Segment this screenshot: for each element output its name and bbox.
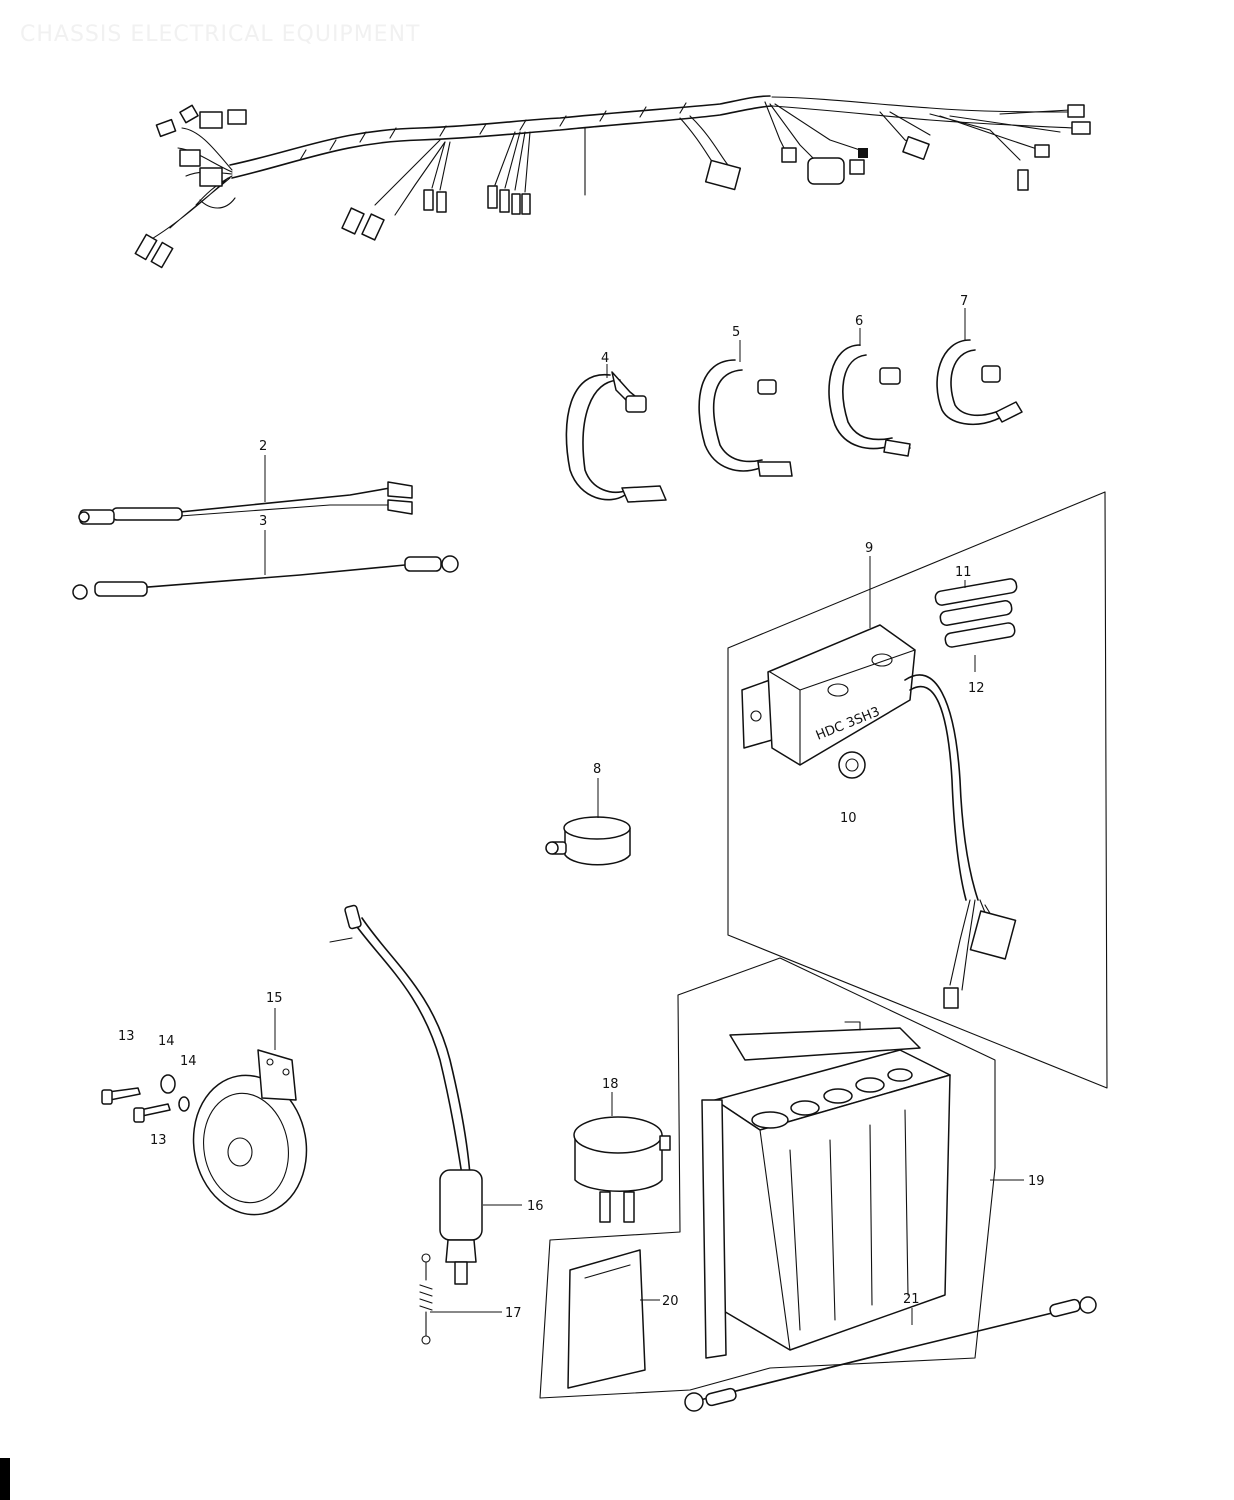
callout-13-upper: 13: [118, 1029, 135, 1044]
clamp-band-7: [936, 339, 1023, 426]
battery-box-outline: [539, 957, 996, 1399]
callout-9: 9: [865, 541, 873, 556]
callout-11: 11: [955, 565, 972, 580]
switch-spring-17: [419, 1253, 433, 1345]
callout-2: 2: [259, 439, 267, 454]
callout-16: 16: [527, 1199, 544, 1214]
horn-assembly-15: [192, 1049, 308, 1216]
clamp-band-4: [565, 371, 667, 503]
wiring-harness: [134, 95, 1091, 269]
starter-relay-18: [573, 1116, 671, 1223]
horn-bolts-13-14: [101, 1074, 190, 1123]
callout-17: 17: [505, 1306, 522, 1321]
callout-18: 18: [602, 1077, 619, 1092]
brake-switch-16: [329, 904, 483, 1285]
callout-4: 4: [601, 351, 609, 366]
lead-wire-2: [78, 481, 413, 525]
lead-wire-3: [72, 555, 459, 600]
callout-15: 15: [266, 991, 283, 1006]
callout-21: 21: [903, 1292, 920, 1307]
callout-3: 3: [259, 514, 267, 529]
page-edge-marker: [0, 1458, 10, 1500]
callout-13-lower: 13: [150, 1133, 167, 1148]
callout-8: 8: [593, 762, 601, 777]
flasher-unit-8: [545, 816, 631, 866]
callout-5: 5: [732, 325, 740, 340]
callout-6: 6: [855, 314, 863, 329]
callout-12: 12: [968, 681, 985, 696]
callout-10: 10: [840, 811, 857, 826]
clamp-band-6: [828, 344, 911, 457]
callout-7: 7: [960, 294, 968, 309]
callout-14-lower: 14: [180, 1054, 197, 1069]
battery-cable-21: [684, 1296, 1097, 1412]
page-title: CHASSIS ELECTRICAL EQUIPMENT: [20, 22, 421, 47]
instruction-booklet-20: [567, 1249, 646, 1389]
callout-labels: 2 3 4 5 6 7 8 9 10 11 12 13 13 14 14 15 …: [118, 294, 1045, 1321]
callout-14-upper: 14: [158, 1034, 175, 1049]
callout-19: 19: [1028, 1174, 1045, 1189]
regulator-panel: HDC 3SH3: [727, 491, 1108, 1089]
callout-20: 20: [662, 1294, 679, 1309]
battery-19: [701, 1021, 951, 1359]
clamp-band-5: [698, 359, 793, 477]
leader-lines: [264, 308, 1024, 1325]
